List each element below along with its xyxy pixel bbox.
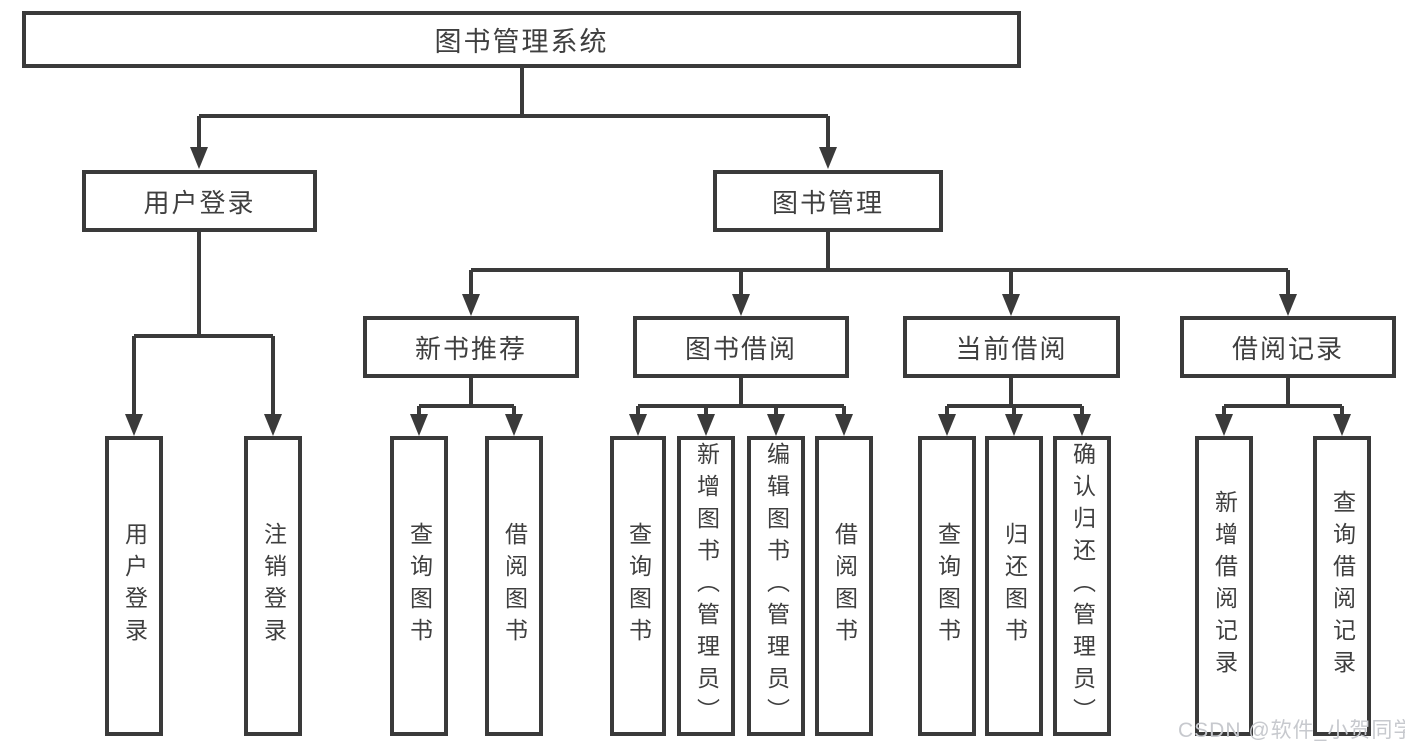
leaf-user-login: 用户登录 <box>105 436 163 736</box>
leaf-label: 借阅图书 <box>501 522 528 650</box>
node-current-borrowing: 当前借阅 <box>903 316 1120 378</box>
node-label: 用户登录 <box>143 187 256 218</box>
leaf-label: 归还图书 <box>1001 522 1028 650</box>
leaf-label: 新增图书（管理员） <box>693 442 720 730</box>
node-book-management: 图书管理 <box>713 170 943 232</box>
node-borrowing-records: 借阅记录 <box>1180 316 1396 378</box>
leaf-add-borrow-record: 新增借阅记录 <box>1195 436 1253 736</box>
leaf-label: 注销登录 <box>260 522 287 650</box>
node-user-login: 用户登录 <box>82 170 317 232</box>
leaf-return-books: 归还图书 <box>985 436 1043 736</box>
node-label: 图书借阅 <box>684 333 797 364</box>
leaf-label: 用户登录 <box>121 522 148 650</box>
csdn-watermark: CSDN @软件_小贺同学 <box>1178 719 1405 742</box>
leaf-label: 查询借阅记录 <box>1329 490 1356 682</box>
leaf-label: 查询图书 <box>406 522 433 650</box>
node-label: 借阅记录 <box>1231 333 1344 364</box>
node-label: 新书推荐 <box>414 333 527 364</box>
leaf-query-books-recommend: 查询图书 <box>390 436 448 736</box>
node-root: 图书管理系统 <box>22 11 1021 68</box>
leaf-label: 借阅图书 <box>831 522 858 650</box>
leaf-confirm-return-admin: 确认归还（管理员） <box>1053 436 1111 736</box>
arrowheads <box>125 147 1351 436</box>
leaf-logout-login: 注销登录 <box>244 436 302 736</box>
leaf-borrow-books-recommend: 借阅图书 <box>485 436 543 736</box>
leaf-label: 查询图书 <box>934 522 961 650</box>
leaf-label: 确认归还（管理员） <box>1069 442 1096 730</box>
node-label: 当前借阅 <box>955 333 1068 364</box>
leaf-add-books-admin: 新增图书（管理员） <box>677 436 735 736</box>
leaf-label: 编辑图书（管理员） <box>763 442 790 730</box>
leaf-label: 新增借阅记录 <box>1211 490 1238 682</box>
leaf-query-borrow-record: 查询借阅记录 <box>1313 436 1371 736</box>
leaf-label: 查询图书 <box>625 522 652 650</box>
node-new-book-recommend: 新书推荐 <box>363 316 579 378</box>
node-label: 图书管理 <box>771 187 884 218</box>
leaf-borrow-books-borrowing: 借阅图书 <box>815 436 873 736</box>
leaf-query-books-current: 查询图书 <box>918 436 976 736</box>
leaf-query-books-borrowing: 查询图书 <box>610 436 666 736</box>
node-label: 图书管理系统 <box>434 27 609 57</box>
leaf-edit-books-admin: 编辑图书（管理员） <box>747 436 805 736</box>
node-book-borrowing: 图书借阅 <box>633 316 849 378</box>
